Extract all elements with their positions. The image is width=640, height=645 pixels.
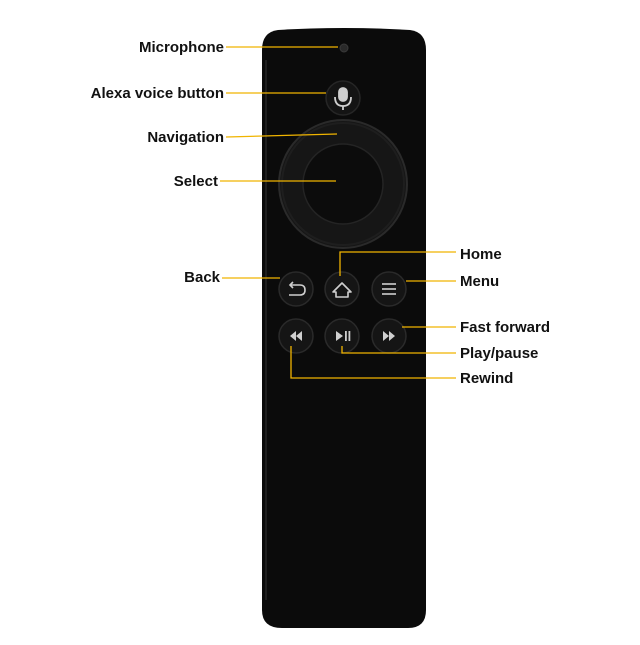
label-menu: Menu [460, 273, 500, 290]
label-microphone: Microphone [139, 39, 224, 56]
play-pause-icon [336, 331, 351, 341]
label-back: Back [184, 269, 220, 286]
menu-icon [382, 283, 396, 295]
play-pause-button[interactable] [324, 318, 360, 354]
label-fast-forward: Fast forward [460, 319, 551, 336]
back-button[interactable] [278, 271, 314, 307]
leader-rewind [290, 346, 456, 379]
label-rewind: Rewind [460, 370, 514, 387]
leader-home [339, 251, 456, 276]
label-select: Select [173, 173, 218, 190]
label-home: Home [460, 246, 502, 263]
fast-forward-icon [383, 331, 395, 341]
select-button[interactable] [302, 143, 384, 225]
label-play-pause: Play/pause [460, 345, 539, 362]
leader-lines [220, 46, 456, 379]
mic-icon [334, 87, 352, 110]
label-alexa-voice-button: Alexa voice button [90, 85, 224, 102]
alexa-voice-button[interactable] [325, 80, 361, 116]
home-icon [332, 282, 352, 298]
rewind-button[interactable] [278, 318, 314, 354]
home-button[interactable] [324, 271, 360, 307]
back-arrow-icon [288, 281, 306, 296]
leader-navigation [225, 133, 338, 138]
rewind-icon [290, 331, 302, 341]
label-navigation: Navigation [147, 129, 224, 146]
fast-forward-button[interactable] [371, 318, 407, 354]
leader-play-pause [341, 346, 456, 354]
menu-button[interactable] [371, 271, 407, 307]
microphone-hole-icon [339, 43, 349, 53]
